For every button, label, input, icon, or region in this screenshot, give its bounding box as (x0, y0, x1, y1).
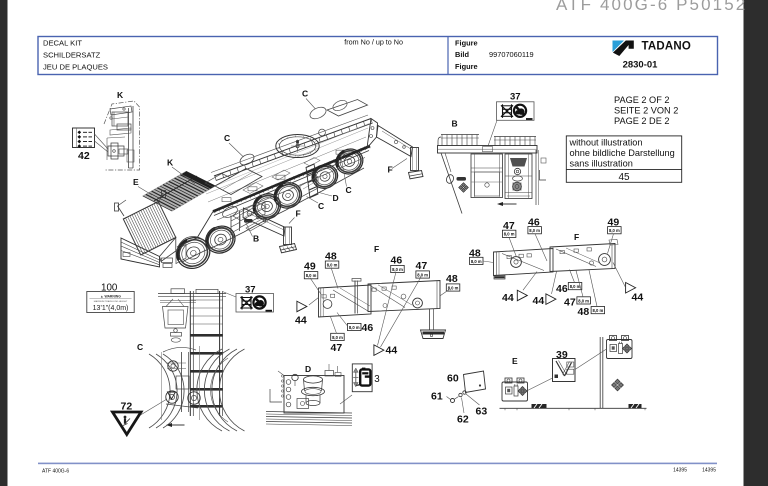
svg-text:44: 44 (295, 315, 307, 327)
svg-text:39: 39 (556, 349, 568, 361)
svg-text:C: C (346, 185, 352, 195)
svg-text:14395: 14395 (702, 468, 716, 474)
svg-text:47: 47 (564, 297, 576, 309)
svg-text:49: 49 (608, 217, 620, 229)
svg-text:JEU DE PLAQUES: JEU DE PLAQUES (43, 63, 108, 72)
svg-text:8,0 m: 8,0 m (570, 284, 581, 289)
svg-text:C: C (224, 133, 230, 143)
svg-text:8,0 m: 8,0 m (471, 259, 482, 264)
svg-text:3: 3 (374, 374, 380, 385)
svg-text:46: 46 (362, 322, 374, 334)
svg-text:Figure: Figure (455, 62, 478, 71)
svg-text:B: B (253, 234, 259, 244)
svg-text:F: F (388, 165, 393, 175)
svg-text:47: 47 (503, 220, 515, 232)
svg-text:Figure: Figure (455, 39, 478, 48)
svg-text:TADANO: TADANO (642, 40, 692, 52)
svg-text:8,0 m: 8,0 m (392, 267, 403, 272)
svg-text:MAXIMUM TRAVELLING HEIGHT: MAXIMUM TRAVELLING HEIGHT (94, 300, 128, 303)
svg-text:44: 44 (632, 292, 644, 304)
svg-text:46: 46 (528, 217, 540, 229)
svg-text:F: F (574, 232, 579, 242)
svg-text:F: F (296, 209, 301, 219)
svg-text:72: 72 (121, 401, 133, 413)
svg-text:37: 37 (245, 285, 256, 296)
svg-text:48: 48 (469, 248, 481, 260)
svg-text:8,0 m: 8,0 m (417, 272, 428, 277)
svg-text:C: C (318, 201, 324, 211)
svg-text:61: 61 (431, 391, 443, 403)
svg-text:63: 63 (476, 406, 488, 418)
svg-text:ATF 400G-6 P50152: ATF 400G-6 P50152 (556, 0, 747, 14)
svg-text:46: 46 (391, 255, 403, 267)
svg-text:sans illustration: sans illustration (570, 158, 633, 168)
svg-text:48: 48 (578, 306, 590, 318)
svg-text:60: 60 (447, 373, 459, 385)
svg-text:8,0 m: 8,0 m (609, 228, 620, 233)
svg-text:8,0 m: 8,0 m (504, 232, 515, 237)
svg-text:14395: 14395 (673, 468, 687, 474)
svg-text:8,0 m: 8,0 m (332, 335, 343, 340)
svg-text:62: 62 (457, 414, 469, 426)
svg-text:44: 44 (533, 295, 545, 307)
svg-text:▲ WARNING: ▲ WARNING (100, 294, 121, 298)
svg-text:2830-01: 2830-01 (623, 59, 659, 70)
svg-text:99707060119: 99707060119 (489, 50, 534, 59)
svg-text:K: K (117, 90, 124, 100)
svg-text:47: 47 (416, 260, 428, 272)
svg-text:E: E (133, 177, 139, 187)
svg-text:46: 46 (556, 283, 568, 295)
svg-text:48: 48 (325, 251, 337, 263)
svg-text:13’1”(4,0m): 13’1”(4,0m) (93, 305, 129, 312)
svg-text:8,0 m: 8,0 m (327, 263, 338, 268)
svg-text:from No / up to No: from No / up to No (344, 38, 403, 47)
svg-text:44: 44 (502, 292, 514, 304)
svg-text:8,0 m: 8,0 m (306, 273, 317, 278)
svg-text:48: 48 (446, 273, 458, 285)
svg-text:DECAL KIT: DECAL KIT (43, 39, 82, 48)
svg-text:C: C (137, 342, 143, 352)
svg-text:8,0 m: 8,0 m (578, 298, 589, 303)
svg-text:PAGE 2 OF 2: PAGE 2 OF 2 (614, 95, 669, 105)
svg-text:E: E (512, 356, 518, 366)
svg-text:8,0 m: 8,0 m (448, 285, 459, 290)
svg-text:SCHILDERSATZ: SCHILDERSATZ (43, 51, 101, 60)
svg-text:without illustration: without illustration (569, 137, 643, 147)
svg-text:100: 100 (101, 283, 118, 294)
svg-text:49: 49 (304, 261, 316, 273)
svg-text:8,0 m: 8,0 m (592, 308, 603, 313)
svg-text:8,0 m: 8,0 m (529, 228, 540, 233)
svg-text:K: K (167, 158, 174, 168)
svg-text:F: F (374, 244, 379, 254)
svg-text:47: 47 (331, 342, 343, 354)
svg-text:ATF 400G-6: ATF 400G-6 (42, 469, 69, 475)
svg-text:C: C (302, 89, 308, 99)
svg-text:B: B (452, 119, 458, 129)
svg-text:37: 37 (510, 92, 521, 103)
svg-text:D: D (333, 193, 339, 203)
svg-text:PAGE 2 DE 2: PAGE 2 DE 2 (614, 116, 670, 126)
svg-text:45: 45 (618, 172, 630, 183)
svg-text:SEITE 2 VON 2: SEITE 2 VON 2 (614, 106, 678, 116)
svg-text:42: 42 (78, 150, 90, 162)
svg-text:D: D (305, 364, 311, 374)
svg-text:8,0 m: 8,0 m (349, 325, 360, 330)
svg-text:44: 44 (386, 345, 398, 357)
svg-text:ohne bildliche Darstellung: ohne bildliche Darstellung (570, 148, 675, 158)
svg-text:Bild: Bild (455, 50, 469, 59)
